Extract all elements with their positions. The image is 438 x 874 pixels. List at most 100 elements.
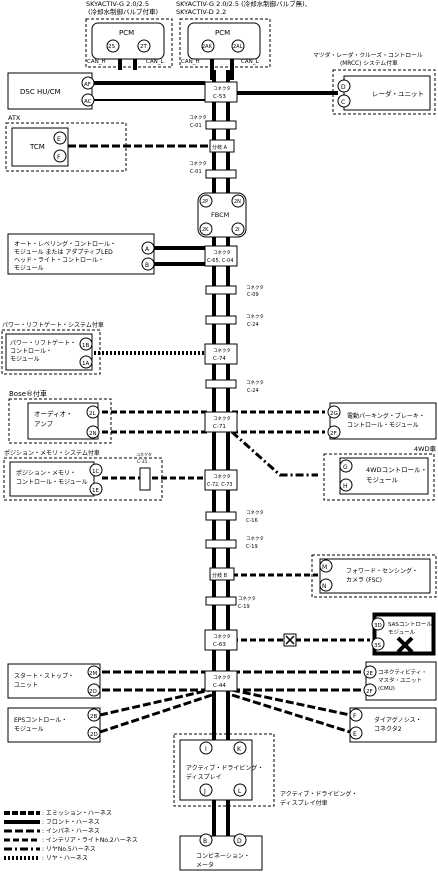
active-pin-k: K	[237, 746, 242, 753]
mrcc-note-1: マツダ・レーダ・クルーズ・コントロール	[313, 51, 423, 59]
liftgate-pin1: 1B	[82, 343, 89, 349]
audio-l1: オーディオ・	[34, 409, 73, 418]
active-note-2: ディスプレイ付車	[280, 799, 328, 807]
fsc-pin2: N	[322, 583, 327, 590]
connector-c16: コネクタ C-16	[205, 509, 264, 524]
active-display: アクティブ・ドライビング・ ディスプレイ I K J L	[173, 733, 275, 807]
fbcm-pin-2k: 2K	[202, 227, 209, 233]
c72-word: コネクタ	[213, 473, 231, 480]
c24u-label: C-24	[247, 322, 259, 328]
fourwd-module: 4WDコントロール・ モジュール G H	[323, 453, 435, 501]
c19l-word: コネクタ	[238, 595, 256, 602]
connector-c63: コネクタ C-63	[204, 629, 238, 651]
startstop-l1: スタート・ストップ・	[14, 672, 74, 680]
liftgate-l2: コントロール・	[10, 348, 52, 355]
liftgate-pin2: 1A	[82, 361, 89, 367]
pin-2ak	[201, 39, 215, 53]
audio-amp: オーディオ・ アンプ 2L 2N	[8, 398, 112, 444]
c72-label: C-72, C-73	[207, 482, 232, 488]
eps-pin1: 2B	[90, 714, 97, 720]
splice-b-label: 分岐 B	[212, 572, 228, 579]
cmu-l3: (CMU)	[378, 686, 395, 692]
tcm-label: TCM	[29, 143, 45, 151]
pcm-right-pin2: 2AL	[233, 44, 243, 50]
fourwd-note: 4WD車	[414, 444, 437, 453]
diag-l2: コネクタ2	[374, 725, 402, 733]
tcm-pin1: E	[57, 136, 61, 143]
c19u-label: C-19	[246, 544, 258, 550]
c63-word: コネクタ	[213, 633, 231, 640]
headlight-l1: オート・レベリング・コントロール・	[14, 240, 116, 248]
connector-c19-lower: コネクタ C-19	[205, 595, 256, 610]
connector-c53: コネクタ C-53	[204, 81, 238, 103]
startstop-pin1: 2M	[89, 671, 97, 677]
c24u-word: コネクタ	[246, 313, 264, 320]
connector-c65-c04: コネクタ C-65, C-04	[204, 245, 238, 267]
headlight-l4: モジュール	[14, 265, 44, 272]
legend-item-5: : リヤ・ハーネス	[42, 855, 88, 862]
c09-word: コネクタ	[246, 284, 264, 291]
liftgate-module: パワー・リフトゲート・ コントロール・ モジュール 1B 1A	[1, 329, 101, 375]
c24l-label: C-24	[247, 388, 259, 394]
c31-label: C-31	[137, 459, 148, 465]
connector-c71: コネクタ C-71	[204, 411, 238, 433]
pcm-right-canl: CAN_L	[241, 59, 259, 65]
combi-l2: メータ	[196, 861, 214, 869]
connector-c01-lower: コネクタ C-01	[189, 160, 237, 179]
active-l1: アクティブ・ドライビング・	[186, 764, 263, 772]
connector-c74: コネクタ C-74	[204, 343, 238, 365]
pcm-right-label: PCM	[215, 29, 230, 37]
dsc-pin1: AF	[84, 82, 91, 88]
legend-item-1: : フロント・ハーネス	[42, 819, 100, 826]
cmu-l2: マスタ・ユニット	[378, 676, 422, 684]
top-note-left-1: SKYACTIV-G 2.0/2.5	[86, 0, 149, 8]
c71-word: コネクタ	[213, 415, 231, 422]
combi-pin1: B	[203, 838, 207, 845]
pcm-left-label: PCM	[119, 29, 134, 37]
tcm-pin2: F	[57, 154, 61, 161]
c74-label: C-74	[213, 356, 226, 362]
fbcm-label: FBCM	[211, 211, 229, 219]
diag-connector: ダイアグノシス・ コネクタ2 F E	[349, 707, 437, 743]
top-note-right-1: SKYACTIV-G 2.0/2.5 (冷却水制御バルブ無)、	[176, 0, 311, 8]
liftgate-note: パワー・リフトゲート・システム付車	[2, 321, 104, 329]
fsc-pin1: M	[322, 564, 327, 571]
tcm: TCM E F	[5, 122, 127, 172]
c71-label: C-71	[213, 424, 226, 430]
c44-word: コネクタ	[213, 674, 231, 681]
combi-l1: コンビネーション・	[196, 852, 250, 860]
headlight-pin1: A	[145, 246, 150, 253]
radar-unit: D C レーダ・ユニット	[332, 69, 436, 115]
fsc-l2: カメラ (FSC)	[346, 577, 382, 584]
fault-x-icon	[396, 636, 414, 654]
startstop-pin2: 2O	[89, 689, 97, 695]
legend-item-4: : リヤNo.5ハーネス	[42, 846, 96, 853]
cmu-unit: コネクティビティ・ マスタ・ユニット (CMU) 2E 2F	[363, 661, 437, 701]
break-mark-icon	[283, 633, 297, 647]
splice-b: 分岐 B	[209, 567, 235, 581]
epb-module: 電動パーキング・ブレーキ・ コントロール・モジュール 2G 2F	[327, 402, 437, 440]
diag-pin1: F	[353, 713, 357, 720]
headlight-l2: モジュール または アダプティブLED	[14, 248, 113, 256]
dsc-label: DSC HU/CM	[20, 88, 61, 96]
connector-c01-upper: コネクタ C-01	[189, 114, 237, 130]
fourwd-pin2: H	[343, 483, 348, 490]
cmu-pin1: 2E	[366, 671, 373, 677]
eps-l2: モジュール	[14, 726, 44, 733]
audio-pin2: 2N	[89, 431, 97, 437]
pin-2t	[137, 39, 151, 53]
connector-c24-upper: コネクタ C-24	[205, 313, 264, 328]
connector-c72-c73: コネクタ C-72, C-73	[204, 469, 238, 491]
pcm-right-pin1: 2AK	[202, 44, 213, 50]
legend-item-2: : インパネ・ハーネス	[42, 828, 100, 835]
connector-c19-upper: コネクタ C-19	[205, 535, 264, 550]
c65-label: C-65, C-04	[207, 258, 234, 264]
fbcm-pin-2n: 2N	[234, 199, 241, 205]
fsc-l1: フォワード・センシング・	[346, 567, 418, 575]
connector-c09: コネクタ C-09	[205, 284, 264, 298]
fourwd-l2: モジュール	[366, 476, 399, 484]
pcm-right-canh: CAN_H	[181, 59, 200, 65]
pin-2s	[106, 39, 120, 53]
fourwd-l1: 4WDコントロール・	[366, 466, 427, 474]
